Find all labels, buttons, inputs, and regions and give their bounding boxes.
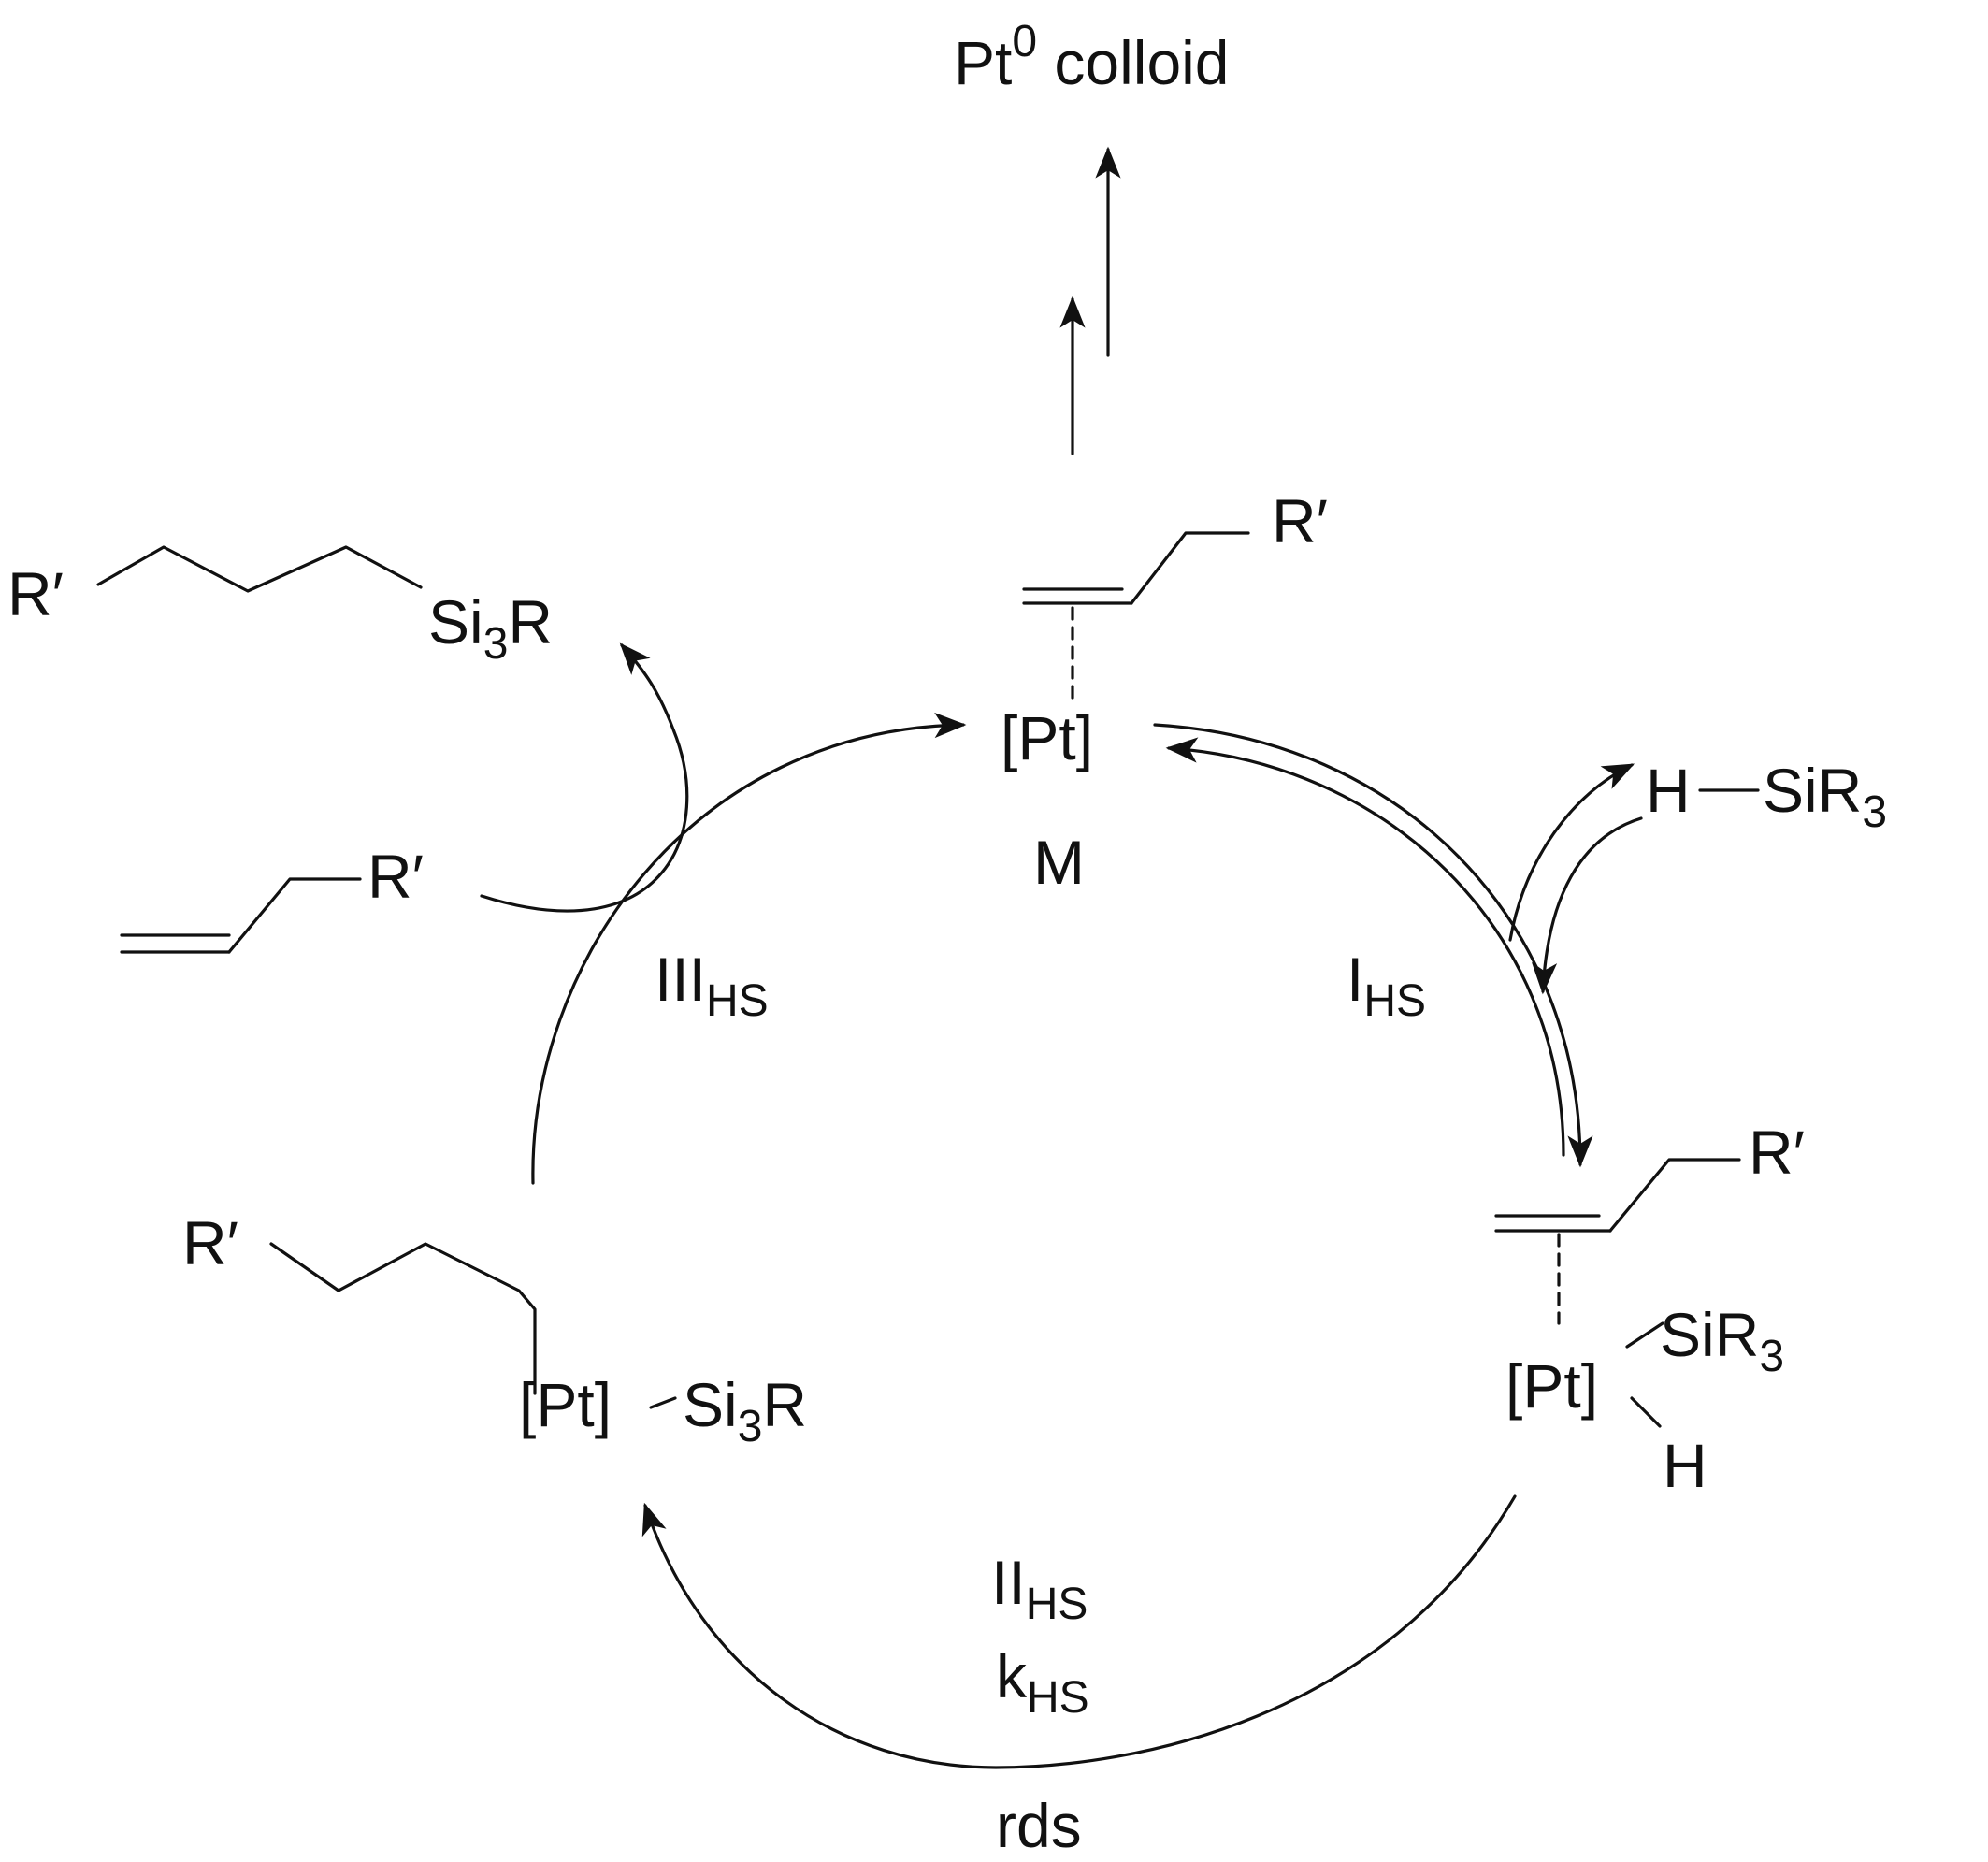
silane-si: SiR3 <box>1763 756 1887 837</box>
substituent-product: R′ <box>7 559 64 628</box>
substituent-oxadd: R′ <box>1749 1118 1805 1187</box>
silane-h: H <box>1646 756 1691 825</box>
substituent-alkyl: R′ <box>182 1208 238 1277</box>
pt-olefin-complex-top <box>1022 531 1250 703</box>
product-silyl: Si3R <box>428 587 553 669</box>
product-release-arrow <box>480 642 689 913</box>
cycle-arc-right-forward <box>1153 723 1593 1168</box>
cycle-arc-left <box>531 712 967 1185</box>
pt-oxadd-complex <box>1494 1158 1741 1428</box>
step-three-label: IIIHS <box>655 945 769 1026</box>
oxadd-si: SiR3 <box>1660 1300 1784 1381</box>
step-one-label: IHS <box>1347 945 1426 1026</box>
colloid-label: Pt0 colloid <box>954 17 1230 97</box>
product-chain <box>96 545 423 593</box>
substituent-alkene: R′ <box>367 842 424 911</box>
oxadd-h: H <box>1663 1431 1707 1500</box>
pt-alkyl-silyl-complex <box>269 1242 677 1409</box>
alkyl-si: Si3R <box>683 1370 807 1451</box>
silane-uptake-arrow <box>1508 763 1635 942</box>
oxadd-pt: [Pt] <box>1505 1351 1598 1421</box>
alkene-substrate <box>120 877 362 954</box>
step-two-label: IIHS <box>991 1548 1088 1629</box>
substituent-top: R′ <box>1272 486 1328 556</box>
alkyl-pt: [Pt] <box>519 1370 612 1439</box>
cycle-arc-right-reverse <box>1165 737 1565 1157</box>
catalyst-label: [Pt] <box>1001 703 1093 772</box>
catalyst-name: M <box>1033 828 1085 897</box>
silane-entry-arrow <box>1531 816 1643 995</box>
cycle-arc-bottom <box>641 1494 1517 1769</box>
rds-label: rds <box>996 1791 1082 1860</box>
rate-constant-label: kHS <box>996 1641 1089 1723</box>
